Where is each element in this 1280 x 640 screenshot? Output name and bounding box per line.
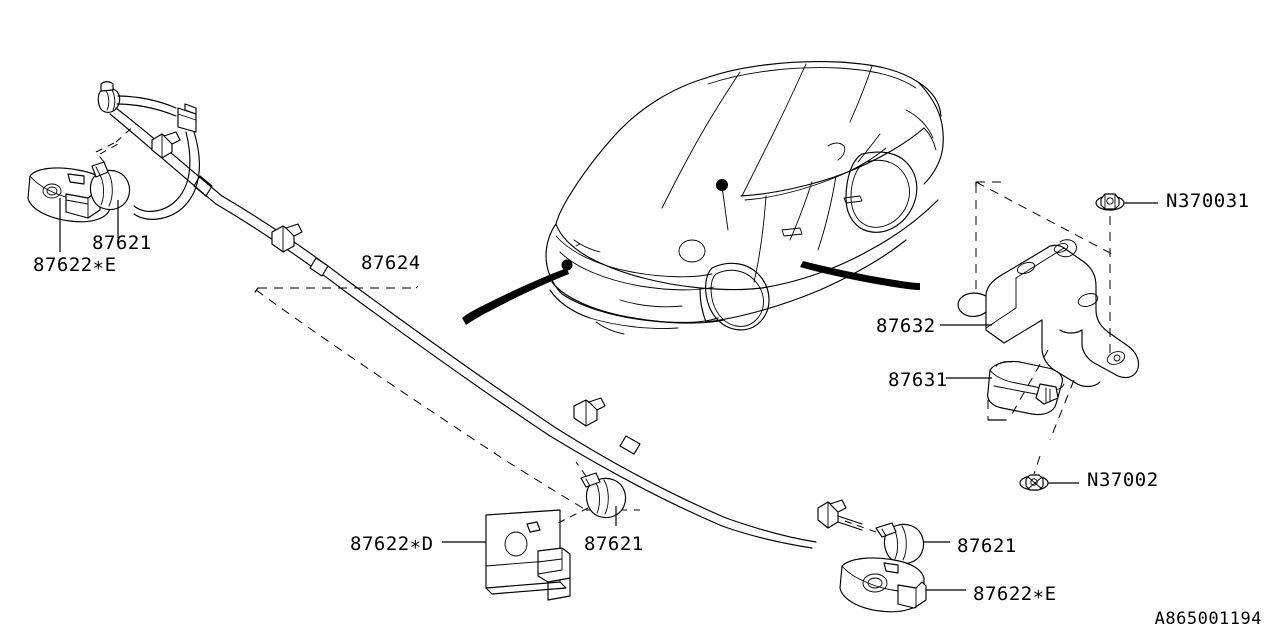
part-87621-lower-mid bbox=[442, 461, 627, 543]
part-87621-lower-right bbox=[841, 519, 950, 565]
callout-pointer-right bbox=[800, 261, 920, 290]
vehicle-marker-rear-sensor bbox=[561, 259, 573, 271]
label-87622E-upper-left: 87622∗E bbox=[33, 254, 117, 276]
part-87621-upper bbox=[59, 123, 137, 252]
label-N370031: N370031 bbox=[1166, 190, 1250, 212]
label-87624: 87624 bbox=[361, 252, 421, 274]
label-87621-upper-left: 87621 bbox=[92, 232, 152, 254]
part-87622D bbox=[485, 509, 571, 601]
part-87622E-lower-right bbox=[839, 557, 966, 613]
vehicle-marker-side-sensor bbox=[716, 179, 728, 191]
label-87621-lower-right: 87621 bbox=[957, 535, 1017, 557]
part-N37002-nut bbox=[1019, 474, 1079, 491]
part-87631-module bbox=[946, 360, 1065, 416]
label-87631: 87631 bbox=[888, 369, 948, 391]
assembly-axis-lines bbox=[975, 181, 1113, 475]
callout-pointer-left bbox=[462, 268, 569, 325]
harness-87624 bbox=[97, 81, 863, 549]
part-87632-bracket bbox=[940, 239, 1140, 388]
label-87622D-lower-left: 87622∗D bbox=[350, 533, 434, 555]
label-87632: 87632 bbox=[876, 315, 936, 337]
vehicle-illustration bbox=[545, 61, 944, 335]
label-N37002: N37002 bbox=[1087, 469, 1159, 491]
label-87622E-lower-right: 87622∗E bbox=[973, 583, 1057, 605]
label-87621-lower-mid: 87621 bbox=[584, 533, 644, 555]
diagram-id-code: A865001194 bbox=[1154, 609, 1262, 629]
part-N370031-nut bbox=[1095, 193, 1158, 211]
